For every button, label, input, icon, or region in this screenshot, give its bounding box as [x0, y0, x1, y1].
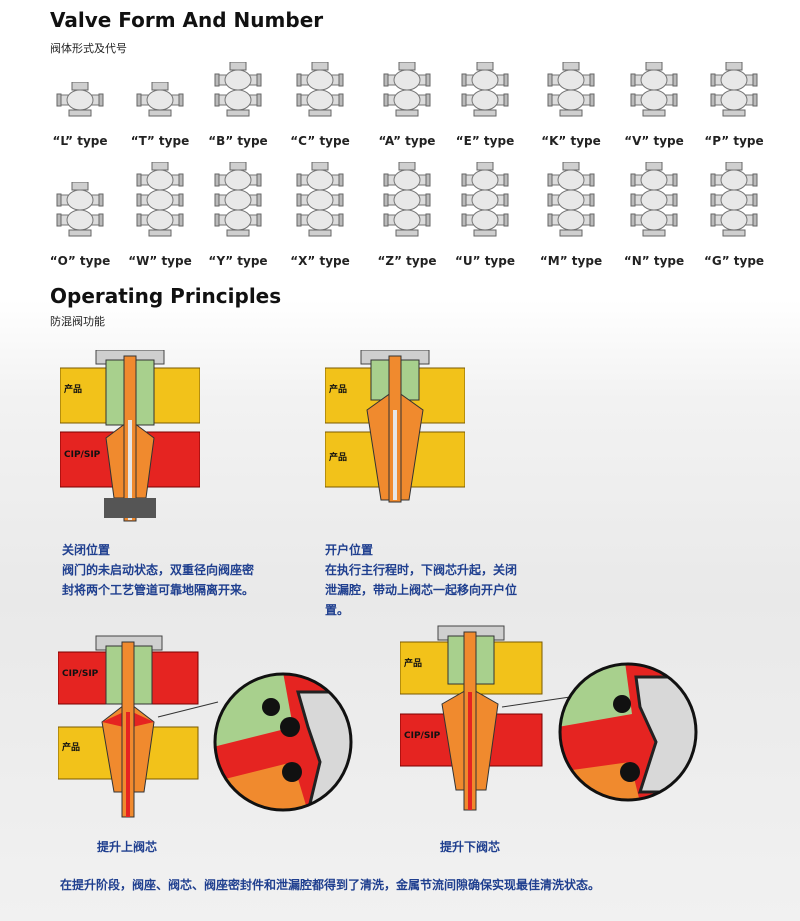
valve-type-label: “P” type: [704, 134, 764, 148]
open-position-title: 开户位置: [325, 543, 374, 557]
cip-label: CIP/SIP: [62, 669, 99, 679]
open-position-caption: 开户位置 在执行主行程时，下阀芯升起，关闭 泄漏腔，带动上阀芯一起移向开户位 置…: [325, 540, 517, 620]
valve-type-item: “Y” type: [198, 162, 278, 268]
product-label-2: 产品: [329, 451, 347, 463]
valve-type-label: “C” type: [290, 134, 350, 148]
valve-icon: [367, 162, 447, 250]
valve-type-label: “E” type: [455, 134, 515, 148]
valve-icon: [120, 162, 200, 250]
valve-icon: [445, 62, 525, 130]
open-position-line-3: 置。: [325, 603, 350, 617]
open-position-line-1: 在执行主行程时，下阀芯升起，关闭: [325, 563, 518, 577]
valve-type-item: “X” type: [280, 162, 360, 268]
valve-icon: [120, 82, 200, 130]
valve-type-item: “V” type: [614, 62, 694, 148]
product-label: 产品: [62, 741, 80, 753]
valve-type-label: “B” type: [208, 134, 268, 148]
valve-type-item: “N” type: [614, 162, 694, 268]
valve-icon: [367, 62, 447, 130]
valve-form-subtitle: 阀体形式及代号: [50, 42, 127, 55]
valve-type-item: “E” type: [445, 62, 525, 148]
closed-position-line-2: 封将两个工艺管道可靠地隔离开来。: [62, 583, 255, 597]
product-label: 产品: [404, 657, 422, 669]
valve-type-item: “T” type: [120, 82, 200, 148]
valve-icon: [280, 162, 360, 250]
valve-type-label: “T” type: [130, 134, 190, 148]
open-position-diagram: 产品 产品: [325, 350, 465, 503]
valve-type-item: “W” type: [120, 162, 200, 268]
valve-type-item: “O” type: [40, 182, 120, 268]
valve-type-label: “Z” type: [377, 254, 437, 268]
valve-type-label: “A” type: [378, 134, 436, 148]
valve-icon: [694, 162, 774, 250]
valve-icon: [531, 62, 611, 130]
valve-type-label: “G” type: [703, 254, 765, 268]
valve-type-label: “X” type: [290, 254, 350, 268]
valve-type-item: “A” type: [367, 62, 447, 148]
valve-type-label: “V” type: [624, 134, 684, 148]
lift-upper-diagram: CIP/SIP 产品: [58, 635, 353, 818]
valve-icon: [40, 182, 120, 250]
valve-icon: [40, 82, 120, 130]
valve-icon: [531, 162, 611, 250]
closed-position-title: 关闭位置: [62, 543, 111, 557]
valve-type-item: “Z” type: [367, 162, 447, 268]
operating-principles-subtitle: 防混阀功能: [50, 315, 105, 328]
valve-type-label: “O” type: [49, 254, 111, 268]
operating-principles-title: Operating Principles: [50, 284, 282, 308]
lift-lower-diagram: 产品 CIP/SIP: [400, 625, 698, 811]
open-position-line-2: 泄漏腔，带动上阀芯一起移向开户位: [325, 583, 518, 597]
valve-type-item: “M” type: [531, 162, 611, 268]
valve-type-item: “C” type: [280, 62, 360, 148]
valve-type-item: “B” type: [198, 62, 278, 148]
valve-icon: [694, 62, 774, 130]
valve-icon: [198, 62, 278, 130]
valve-type-label: “Y” type: [208, 254, 268, 268]
product-label: 产品: [64, 383, 82, 395]
lift-lower-caption: 提升下阀芯: [440, 840, 501, 854]
valve-type-label: “K” type: [541, 134, 601, 148]
valve-icon: [614, 62, 694, 130]
valve-icon: [198, 162, 278, 250]
valve-form-title: Valve Form And Number: [50, 8, 324, 32]
valve-type-label: “M” type: [539, 254, 603, 268]
valve-type-item: “L” type: [40, 82, 120, 148]
closed-position-line-1: 阀门的未启动状态，双重径向阀座密: [62, 563, 255, 577]
valve-type-label: “L” type: [52, 134, 108, 148]
valve-type-label: “U” type: [455, 254, 515, 268]
valve-icon: [614, 162, 694, 250]
valve-type-item: “G” type: [694, 162, 774, 268]
valve-type-item: “P” type: [694, 62, 774, 148]
valve-type-item: “K” type: [531, 62, 611, 148]
cip-label: CIP/SIP: [404, 731, 441, 741]
closed-position-diagram: 产品 CIP/SIP: [60, 350, 200, 522]
valve-icon: [445, 162, 525, 250]
lift-upper-caption: 提升上阀芯: [97, 840, 158, 854]
cip-label: CIP/SIP: [64, 450, 101, 460]
valve-type-label: “N” type: [623, 254, 685, 268]
product-label: 产品: [329, 383, 347, 395]
valve-type-label: “W” type: [128, 254, 192, 268]
footer-note: 在提升阶段，阀座、阀芯、阀座密封件和泄漏腔都得到了清洗，金属节流间隙确保实现最佳…: [60, 878, 601, 892]
valve-type-item: “U” type: [445, 162, 525, 268]
valve-icon: [280, 62, 360, 130]
closed-position-caption: 关闭位置 阀门的未启动状态，双重径向阀座密 封将两个工艺管道可靠地隔离开来。: [62, 540, 254, 600]
